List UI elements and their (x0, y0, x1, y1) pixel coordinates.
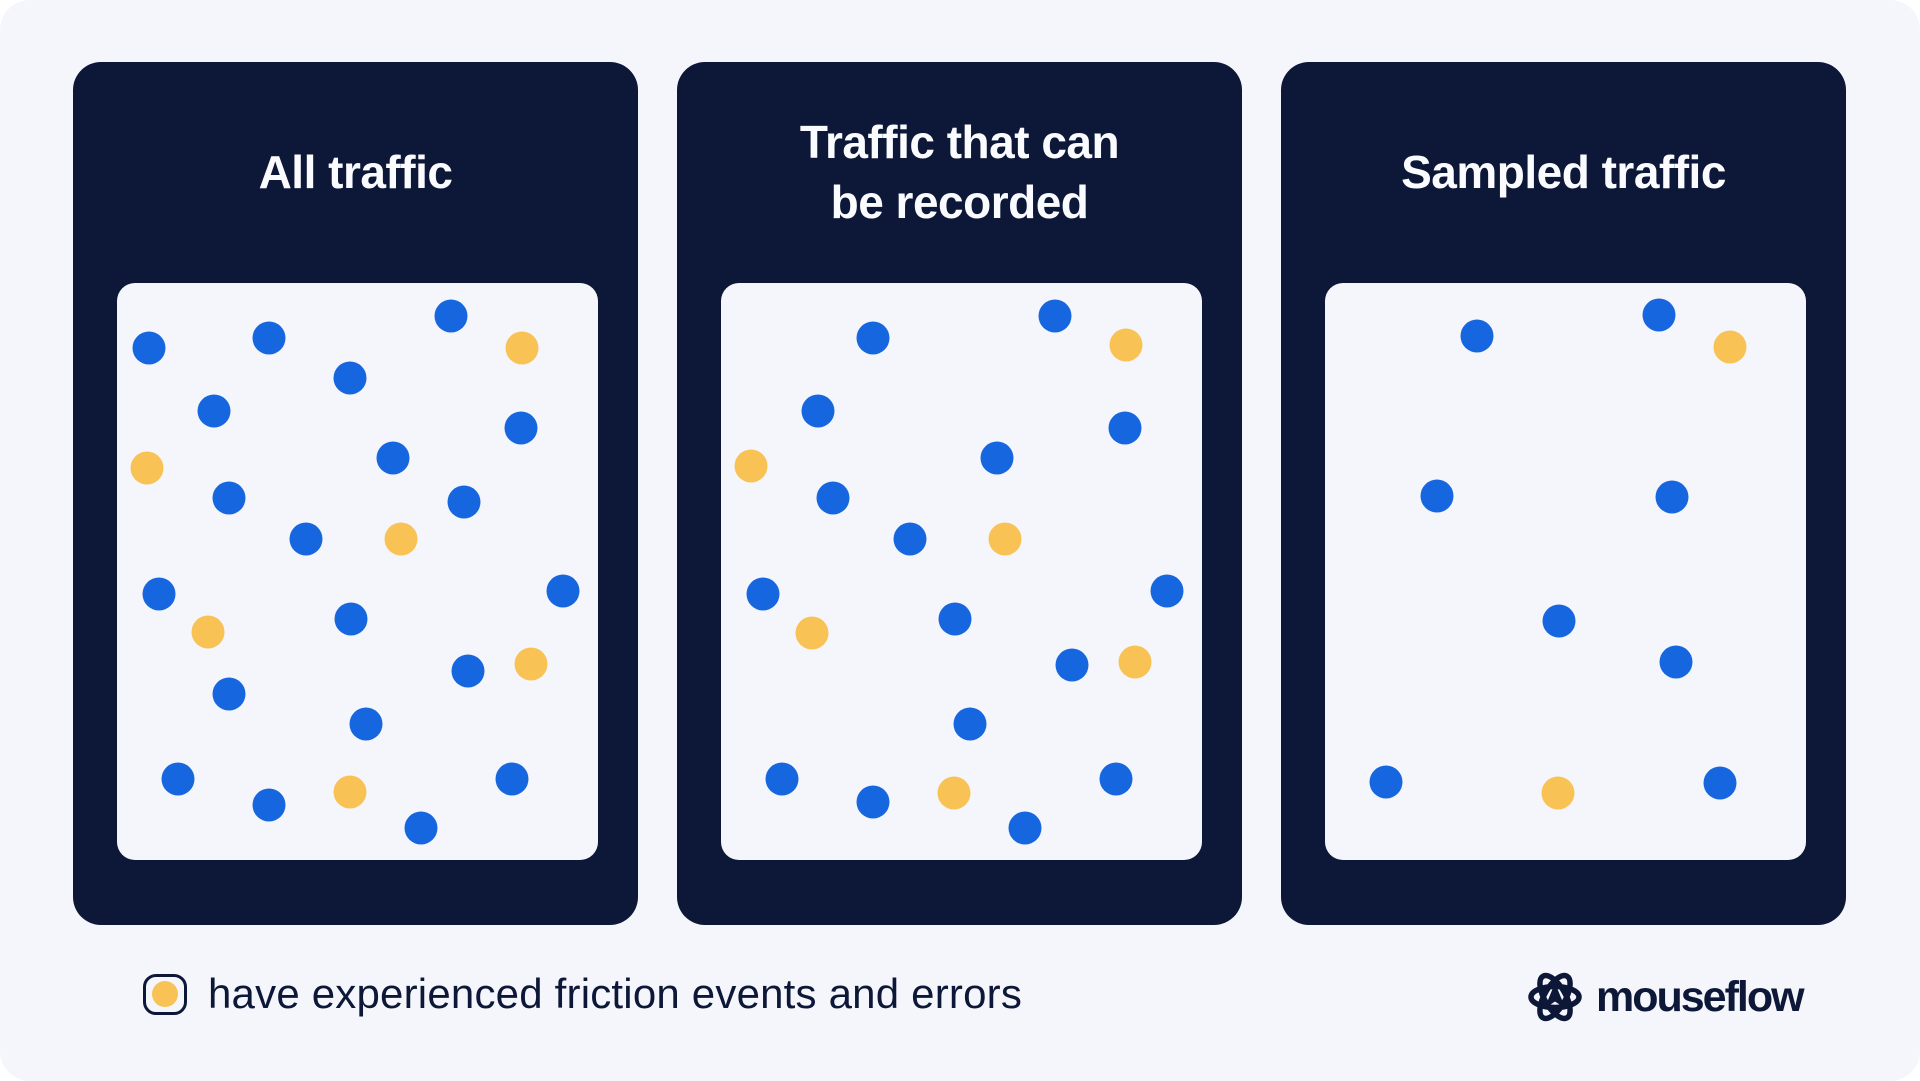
friction-visitor-dot (1713, 330, 1747, 364)
friction-visitor-dot (937, 776, 971, 810)
friction-visitor-dot (988, 522, 1022, 556)
visitor-dot (334, 602, 368, 636)
panel-title: Sampled traffic (1281, 62, 1846, 283)
visitor-dot (349, 707, 383, 741)
friction-visitor-dot (333, 775, 367, 809)
visitor-dot (1150, 574, 1184, 608)
visitor-dot (1542, 604, 1576, 638)
visitor-dot (1659, 645, 1693, 679)
visitor-dot (938, 602, 972, 636)
visitor-dot (746, 577, 780, 611)
friction-visitor-dot (505, 331, 539, 365)
panel-all-traffic: All traffic (73, 62, 638, 925)
visitor-dot (801, 394, 835, 428)
friction-visitor-dot (795, 616, 829, 650)
visitor-dot (447, 485, 481, 519)
traffic-dots-area (117, 283, 598, 860)
friction-visitor-dot (1118, 645, 1152, 679)
yellow-dot-swatch (152, 981, 178, 1007)
visitor-dot (856, 321, 890, 355)
visitor-dot (289, 522, 323, 556)
visitor-dot (893, 522, 927, 556)
visitor-dot (980, 441, 1014, 475)
panel-title-line: Traffic that can (799, 115, 1120, 168)
visitor-dot (816, 481, 850, 515)
panel-recordable-traffic: Traffic that can be recorded (677, 62, 1242, 925)
visitor-dot (765, 762, 799, 796)
visitor-dot (1108, 411, 1142, 445)
visitor-dot (504, 411, 538, 445)
visitor-dot (1460, 319, 1494, 353)
visitor-dot (212, 677, 246, 711)
legend: have experienced friction events and err… (143, 966, 1022, 1022)
legend-label: have experienced friction events and err… (208, 970, 1023, 1017)
visitor-dot (1038, 299, 1072, 333)
friction-visitor-dot (514, 647, 548, 681)
traffic-dots-area (721, 283, 1202, 860)
visitor-dot (1420, 479, 1454, 513)
visitor-dot (1655, 480, 1689, 514)
visitor-dot (856, 785, 890, 819)
visitor-dot (212, 481, 246, 515)
visitor-dot (1642, 298, 1676, 332)
friction-visitor-dot (1541, 776, 1575, 810)
visitor-dot (161, 762, 195, 796)
visitor-dot (333, 361, 367, 395)
visitor-dot (546, 574, 580, 608)
friction-visitor-dot (191, 615, 225, 649)
panel-title: Traffic that can be recorded (677, 62, 1242, 283)
visitor-dot (132, 331, 166, 365)
mouseflow-logo: mouseflow (1527, 968, 1805, 1026)
visitor-dot (1008, 811, 1042, 845)
visitor-dot (376, 441, 410, 475)
visitor-dot (1055, 648, 1089, 682)
panel-sampled-traffic: Sampled traffic (1281, 62, 1846, 925)
visitor-dot (252, 321, 286, 355)
friction-visitor-dot (384, 522, 418, 556)
friction-visitor-dot (1109, 328, 1143, 362)
mouseflow-wordmark: mouseflow (1596, 972, 1805, 1021)
visitor-dot (434, 299, 468, 333)
panel-title-line: be recorded (830, 175, 1089, 228)
friction-visitor-dot (734, 449, 768, 483)
panel-title: All traffic (73, 62, 638, 283)
panel-title-line: All traffic (258, 145, 453, 198)
visitor-dot (495, 762, 529, 796)
visitor-dot (252, 788, 286, 822)
visitor-dot (451, 654, 485, 688)
visitor-dot (1099, 762, 1133, 796)
friction-visitor-dot (130, 451, 164, 485)
visitor-dot (1703, 766, 1737, 800)
mouseflow-atom-icon (1528, 972, 1582, 1022)
visitor-dot (197, 394, 231, 428)
panel-title-line: Sampled traffic (1401, 145, 1726, 198)
traffic-dots-area (1325, 283, 1806, 860)
visitor-dot (404, 811, 438, 845)
visitor-dot (142, 577, 176, 611)
visitor-dot (953, 707, 987, 741)
friction-dot-icon (143, 973, 187, 1015)
visitor-dot (1369, 765, 1403, 799)
